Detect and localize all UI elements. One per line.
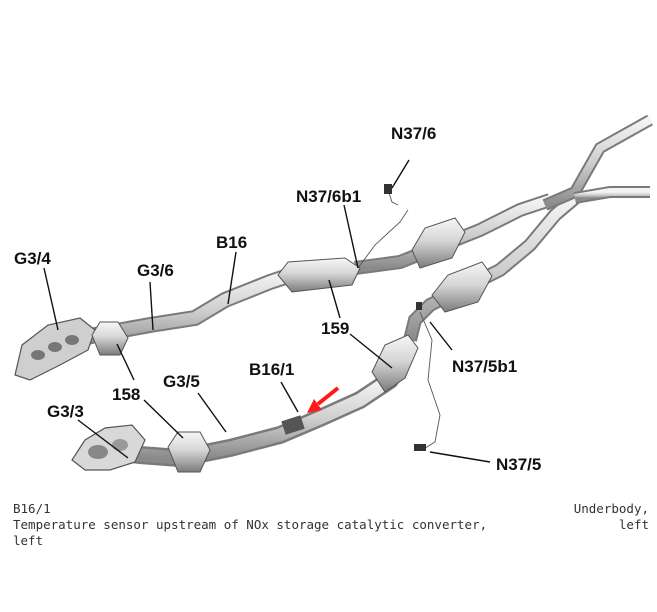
label-n37-5: N37/5 <box>496 455 541 474</box>
leader-lines <box>43 159 491 463</box>
caption-location: Underbody, left <box>529 501 649 533</box>
nox-storage-converter-right <box>277 257 361 293</box>
tail-pipes <box>542 114 653 211</box>
label-159: 159 <box>321 319 349 338</box>
caption-code: B16/1 <box>13 501 51 516</box>
sensor-mount-band <box>281 415 305 435</box>
label-n37-6: N37/6 <box>391 124 436 143</box>
label-g3-4: G3/4 <box>14 249 51 268</box>
caption-description-line1: Temperature sensor upstream of NOx stora… <box>13 517 488 532</box>
front-converter-left-bank <box>431 261 493 313</box>
label-n37-5b1: N37/5b1 <box>452 357 517 376</box>
label-g3-5: G3/5 <box>163 372 200 391</box>
left-exhaust-manifold <box>71 424 146 471</box>
caption-location-line2: left <box>618 517 649 532</box>
exhaust-system-diagram: G3/4 G3/6 B16 N37/6b1 N37/6 159 158 G3/5… <box>14 114 653 474</box>
front-converter-right-bank <box>411 217 466 269</box>
caption-description-line2: left <box>13 533 44 548</box>
catalytic-converter-left-primary <box>167 431 211 473</box>
label-158: 158 <box>112 385 140 404</box>
nox-storage-converter-left <box>371 334 419 393</box>
caption-description: B16/1 Temperature sensor upstream of NOx… <box>13 501 513 549</box>
label-b16: B16 <box>216 233 247 252</box>
right-exhaust-manifold <box>14 317 96 381</box>
caption-location-line1: Underbody, <box>573 501 649 516</box>
label-b16-1: B16/1 <box>249 360 294 379</box>
b16-1-highlight-arrow <box>307 386 340 413</box>
label-g3-6: G3/6 <box>137 261 174 280</box>
sensor-connectors <box>384 184 426 451</box>
label-n37-6b1: N37/6b1 <box>296 187 361 206</box>
label-g3-3: G3/3 <box>47 402 84 421</box>
